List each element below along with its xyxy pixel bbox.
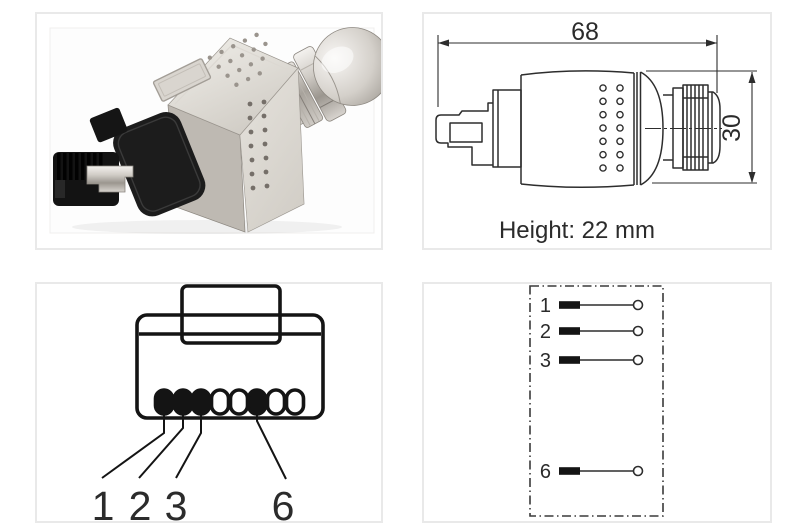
pin-contact-rect: [559, 301, 580, 309]
boundary-box: [529, 285, 664, 517]
schematic-pin-number-6: 6: [540, 461, 551, 483]
panel-product-photo: [35, 12, 383, 250]
dimension-drawing: 68 30: [435, 18, 757, 244]
terminal-circle: [632, 354, 644, 366]
dim-width-value: 68: [571, 18, 599, 46]
terminal-circle: [632, 465, 644, 477]
pinout-diagram: 1 2 3 6: [92, 284, 325, 521]
pin-contact-rect: [559, 356, 580, 364]
pin-slot-6: [246, 388, 268, 416]
dim-height-value: 30: [718, 114, 746, 142]
rj45-plug: [53, 107, 206, 217]
pin-label-3: 3: [165, 483, 188, 521]
pin-slot-4: [209, 388, 231, 416]
pin-label-6: 6: [272, 483, 295, 521]
vent-dots-top: [207, 32, 268, 87]
photo-shadow: [72, 220, 342, 234]
pin-label-1: 1: [92, 483, 115, 521]
pin-slot-7: [265, 388, 287, 416]
pin-slot-1: [153, 388, 175, 416]
pin-label-2: 2: [129, 483, 152, 521]
terminal-circle: [632, 299, 644, 311]
logo-plate: [152, 58, 212, 102]
schematic-row-3: 3: [540, 350, 644, 372]
terminal-circle: [632, 325, 644, 337]
panel-dimension-drawing: 68 30: [422, 12, 772, 250]
schematic-row-1: 1: [540, 295, 644, 317]
pin-slots: [153, 388, 306, 416]
plug-latch-clip: [86, 165, 134, 193]
vent-holes: [599, 84, 624, 172]
pin-slot-8: [284, 388, 306, 416]
vent-dots-side: [247, 99, 270, 191]
pin-slot-3: [190, 388, 212, 416]
wiring-schematic: 1 2 3 6: [529, 285, 664, 517]
pin-labels: 1 2 3 6: [92, 483, 295, 521]
panel-pinout-diagram: 1 2 3 6: [35, 282, 383, 523]
pin-contact-rect: [559, 327, 580, 335]
connector-face: [135, 284, 325, 420]
schematic-pin-number-1: 1: [540, 295, 551, 317]
connector-side-view: [435, 70, 722, 189]
schematic-row-2: 2: [540, 321, 644, 343]
pin-slot-5: [228, 388, 250, 416]
pin-slot-2: [172, 388, 194, 416]
product-photo-illustration: [49, 27, 381, 234]
dim-width: 68: [437, 18, 718, 107]
leader-lines: [101, 415, 287, 480]
panel-wiring-schematic: 1 2 3 6: [422, 282, 772, 523]
schematic-row-6: 6: [540, 461, 644, 483]
dim-height: 30: [646, 70, 757, 184]
height-note: Height: 22 mm: [499, 217, 655, 244]
latch-tab: [180, 284, 282, 345]
schematic-pin-number-3: 3: [540, 350, 551, 372]
schematic-pin-number-2: 2: [540, 321, 551, 343]
pin-contact-rect: [559, 467, 580, 475]
